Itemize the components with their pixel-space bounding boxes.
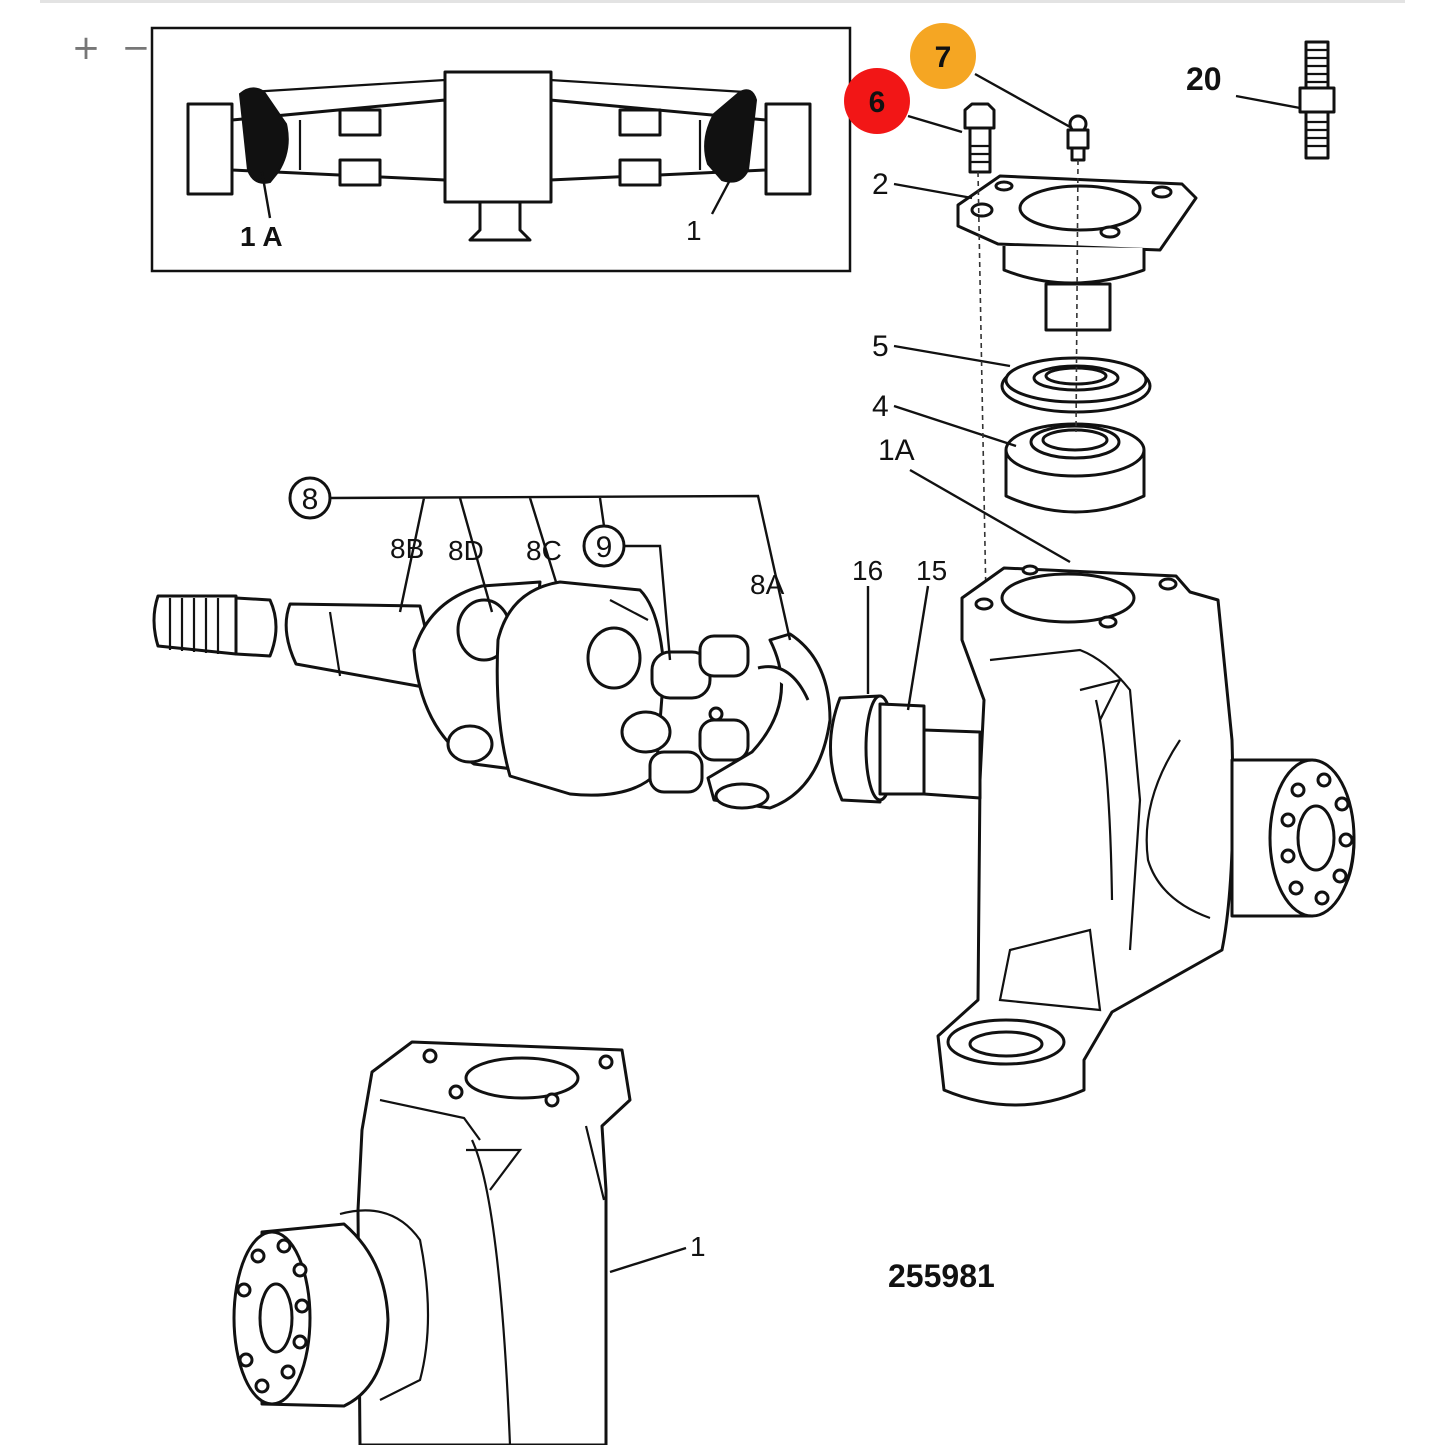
label-8d: 8D [448,535,484,566]
part-2-swivel-cap[interactable] [956,174,1198,332]
callout-9[interactable]: 9 [582,524,626,568]
part-20-stud[interactable] [1298,40,1336,160]
part-8a-outer-yoke[interactable] [706,632,832,810]
label-8a: 8A [750,569,785,600]
part-7-grease-nipple[interactable] [1066,114,1090,162]
left-swivel-highlight [238,87,289,184]
callout-8-bracket [329,494,792,641]
inset-label-1: 1 [686,215,702,246]
part-15-stub-shaft[interactable] [878,702,982,800]
label-2: 2 [872,168,889,201]
callout-8-bubble[interactable] [288,476,332,520]
callout-9-bubble[interactable] [582,524,626,568]
part-8b-inner-shaft[interactable] [152,594,442,692]
label-20: 20 [1186,61,1222,97]
label-8b: 8B [390,533,424,564]
leader-15 [906,585,930,711]
drawing-number: 255981 [888,1258,995,1294]
top-divider [40,0,1405,3]
assembly-axis-nipple [1075,159,1079,433]
leader-7 [974,72,1073,130]
inset-label-1a: 1 A [240,221,283,252]
part-4-bearing[interactable] [1004,422,1146,514]
label-8c: 8C [526,535,562,566]
leader-1 [609,1246,687,1274]
inset-leader-right [710,179,732,215]
right-swivel-highlight [704,89,758,183]
label-1: 1 [690,1231,706,1262]
label-16: 16 [852,555,883,586]
callout-7[interactable]: 7 [910,23,976,89]
leader-1a [909,468,1071,564]
leader-2 [893,182,973,200]
leader-4 [893,404,1017,448]
part-6-bolt[interactable] [963,102,996,174]
label-5: 5 [872,330,889,363]
callout-6-bubble[interactable] [844,68,910,134]
label-1a: 1A [878,434,915,467]
label-4: 4 [872,390,889,423]
leader-20 [1235,94,1301,110]
zoom-out-button[interactable]: − [121,28,151,68]
callout-7-bubble[interactable] [910,23,976,89]
part-9-spider[interactable] [648,634,750,794]
callout-7-label: 7 [935,41,952,74]
callout-9-label: 9 [596,531,613,564]
leader-9 [624,544,672,661]
callout-8-label: 8 [302,483,319,516]
zoom-in-button[interactable]: + [71,28,101,68]
axle-overview-inset: 1 A 1 [150,26,852,273]
part-1a-swivel-hub[interactable] [936,564,1356,1107]
leader-6 [907,114,963,134]
part-8c-double-yoke[interactable] [495,580,672,797]
inset-leader-left [260,171,272,219]
callout-6-label: 6 [869,86,886,119]
callout-8[interactable]: 8 [288,476,332,520]
leader-5 [893,344,1011,368]
label-15: 15 [916,555,947,586]
callout-6[interactable]: 6 [844,68,910,134]
part-1-swivel-hub[interactable] [232,1040,632,1445]
